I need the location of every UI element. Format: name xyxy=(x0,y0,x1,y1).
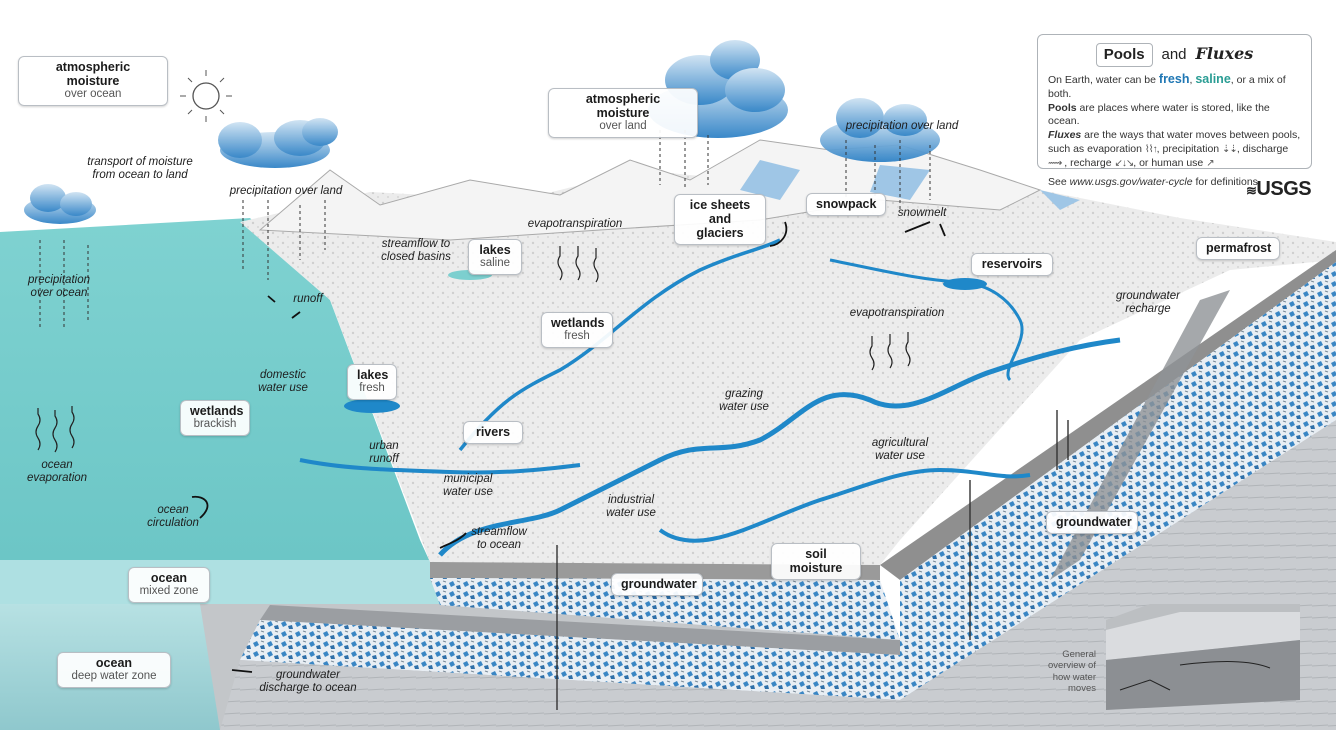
ocean-mixed-zone xyxy=(0,560,440,604)
pool-ocean-mixed-zone: ocean mixed zone xyxy=(128,567,210,603)
usgs-logo: ≋USGS xyxy=(1246,178,1311,201)
legend-line-1: On Earth, water can be fresh, saline, or… xyxy=(1048,71,1301,102)
usgs-wave-icon: ≋ xyxy=(1246,183,1256,198)
legend-and: and xyxy=(1162,46,1187,63)
usgs-url-link[interactable]: www.usgs.gov/water-cycle xyxy=(1070,176,1193,188)
flux-precipitation-over-land-right: precipitation over land xyxy=(834,120,970,133)
flux-domestic-water-use: domestic water use xyxy=(250,369,316,395)
recharge-icon: ↙↓↘ xyxy=(1114,158,1133,169)
legend-fluxes-title: Fluxes xyxy=(1195,44,1253,63)
flux-industrial-water-use: industrial water use xyxy=(600,494,662,520)
pool-reservoirs: reservoirs xyxy=(971,253,1053,276)
pool-ocean-deep-zone: ocean deep water zone xyxy=(57,652,171,688)
freshwater-lake xyxy=(344,399,400,413)
flux-precipitation-over-land-left: precipitation over land xyxy=(218,185,354,198)
legend-fluxes-definition: Fluxes are the ways that water moves bet… xyxy=(1048,129,1301,171)
flux-groundwater-recharge: groundwater recharge xyxy=(1110,290,1186,316)
pool-permafrost: permafrost xyxy=(1196,237,1280,260)
pool-wetlands-brackish: wetlands brackish xyxy=(180,400,250,436)
legend-pools-title: Pools xyxy=(1096,43,1153,67)
cloud-ocean xyxy=(24,184,96,224)
flux-agricultural-water-use: agricultural water use xyxy=(862,437,938,463)
precipitation-icon: ⇣⇣ xyxy=(1222,144,1237,155)
pool-lakes-fresh: lakes fresh xyxy=(347,364,397,400)
legend-pools-definition: Pools are places where water is stored, … xyxy=(1048,102,1301,130)
legend-box: Pools and Fluxes On Earth, water can be … xyxy=(1037,34,1312,169)
pool-ice-sheets-glaciers: ice sheets and glaciers xyxy=(674,194,766,245)
legend-saline: saline xyxy=(1195,72,1230,86)
flux-municipal-water-use: municipal water use xyxy=(432,473,504,499)
flux-streamflow-to-ocean: streamflow to ocean xyxy=(468,526,530,552)
flux-transport-moisture: transport of moisture from ocean to land xyxy=(70,156,210,182)
pool-wetlands-fresh: wetlands fresh xyxy=(541,312,613,348)
legend-fresh: fresh xyxy=(1159,72,1190,86)
flux-runoff: runoff xyxy=(288,293,328,306)
legend-header: Pools and Fluxes xyxy=(1048,43,1301,67)
evaporation-icon: ⌇⌇↑ xyxy=(1145,144,1157,155)
flux-streamflow-closed-basins: streamflow to closed basins xyxy=(374,238,458,264)
flux-ocean-circulation: ocean circulation xyxy=(140,504,206,530)
pool-snowpack: snowpack xyxy=(806,193,886,216)
overview-caption: General overview of how water moves xyxy=(1038,649,1096,695)
flux-precipitation-over-ocean: precipitation over ocean xyxy=(16,274,102,300)
reservoir-water xyxy=(943,278,987,290)
human-use-icon: ↗ xyxy=(1206,158,1213,169)
flux-ocean-evaporation: ocean evaporation xyxy=(20,459,94,485)
pool-atmospheric-moisture-ocean: atmospheric moisture over ocean xyxy=(18,56,168,106)
pool-rivers: rivers xyxy=(463,421,523,444)
pool-atmospheric-moisture-land: atmospheric moisture over land xyxy=(548,88,698,138)
pool-groundwater-side: groundwater xyxy=(1046,511,1138,534)
sun-icon xyxy=(180,70,232,122)
flux-grazing-water-use: grazing water use xyxy=(714,388,774,414)
flux-evapotranspiration-right: evapotranspiration xyxy=(839,307,955,320)
pool-lakes-saline: lakes saline xyxy=(468,239,522,275)
flux-urban-runoff: urban runoff xyxy=(362,440,406,466)
discharge-icon: ⟿ xyxy=(1048,158,1061,169)
flux-evapotranspiration-left: evapotranspiration xyxy=(517,218,633,231)
pool-soil-moisture: soil moisture xyxy=(771,543,861,580)
flux-groundwater-discharge: groundwater discharge to ocean xyxy=(242,669,374,695)
pool-groundwater-front: groundwater xyxy=(611,573,703,596)
overview-thumbnail xyxy=(1106,604,1300,710)
flux-snowmelt: snowmelt xyxy=(890,207,954,220)
cloud-coast xyxy=(218,118,338,168)
